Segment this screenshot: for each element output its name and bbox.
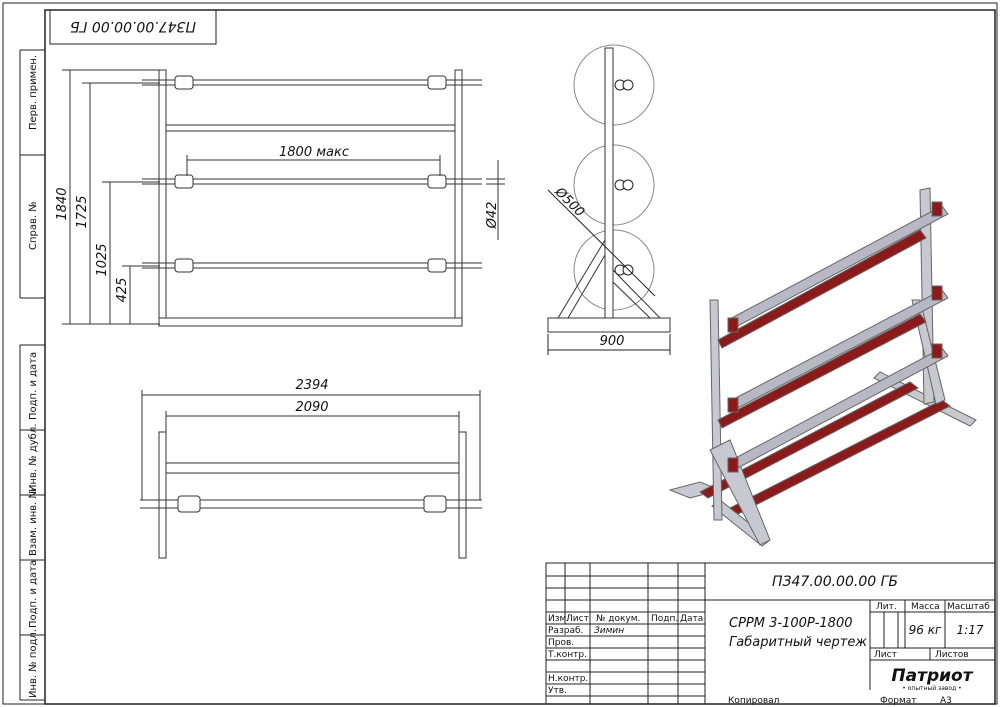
side-label-reference: Справ. № <box>28 201 39 250</box>
side-label-orig-inv: Инв. № подл. <box>28 629 39 698</box>
front-width-dim: 1800 макс <box>279 145 349 160</box>
front-view <box>62 69 505 327</box>
side-label-sign-date-1: Подп. и дата <box>28 352 39 420</box>
front-shaft-2 <box>142 174 482 189</box>
col-header-change: Изм. <box>548 614 569 624</box>
corner-stamp-text: ПЗ47.00.00.00 ГБ <box>70 18 196 34</box>
row-developer: Разраб. <box>548 626 583 636</box>
developer-name: Зимин <box>594 626 624 636</box>
col-header-sign: Подп. <box>651 614 678 624</box>
col-header-sheet: Лист <box>566 614 589 624</box>
company-subtitle: • опытный завод • <box>902 685 961 692</box>
side-label-replace-inv: Взам. инв. № <box>28 488 39 556</box>
row-checked: Пров. <box>548 638 574 648</box>
mass-value: 96 кг <box>909 623 942 637</box>
front-height-1025: 1025 <box>95 243 110 276</box>
front-height-1840: 1840 <box>55 187 70 220</box>
top-overall-dim: 2394 <box>295 378 328 393</box>
row-tech-control: Т.контр. <box>547 650 587 660</box>
front-height-425: 425 <box>115 278 130 303</box>
front-shaft-1 <box>142 75 482 90</box>
front-diameter-dim: Ø42 <box>485 202 500 230</box>
title-name-line1: СРРМ 3-100Р-1800 <box>729 616 853 631</box>
format-value: А3 <box>940 696 952 706</box>
col-header-docnum: № докум. <box>596 614 640 624</box>
side-strip <box>19 49 45 701</box>
sheet-label: Лист <box>874 650 897 660</box>
lit-label: Лит. <box>876 602 897 612</box>
title-doc-code: ПЗ47.00.00.00 ГБ <box>772 574 898 590</box>
side-view <box>547 44 671 355</box>
sheets-label: Листов <box>935 650 969 660</box>
row-approved: Утв. <box>548 686 567 696</box>
row-norm-control: Н.контр. <box>548 674 588 684</box>
isometric-view <box>668 187 977 547</box>
title-block <box>545 562 996 705</box>
side-label-dup-inv: Инв. № дубл. <box>28 424 39 492</box>
scale-label: Масштаб <box>947 602 990 612</box>
drawing-frame <box>44 9 996 705</box>
front-shaft-3 <box>142 258 482 273</box>
format-label: Формат <box>880 696 917 706</box>
side-label-sign-date-2: Подп. и дата <box>28 560 39 628</box>
top-inner-dim: 2090 <box>295 400 328 415</box>
front-height-1725: 1725 <box>75 195 90 228</box>
side-base-dim: 900 <box>600 334 625 349</box>
side-diameter-dim: Ø500 <box>551 184 587 220</box>
side-label-first-use: Перв. примен. <box>28 55 39 130</box>
company-logo: Патриот <box>891 666 973 686</box>
scale-value: 1:17 <box>957 623 984 637</box>
copied-label: Копировал <box>728 696 779 706</box>
col-header-date: Дата <box>680 614 703 624</box>
title-name-line2: Габаритный чертеж <box>729 635 867 650</box>
mass-label: Масса <box>911 602 940 612</box>
corner-stamp-box <box>49 9 217 45</box>
top-view <box>140 390 482 559</box>
